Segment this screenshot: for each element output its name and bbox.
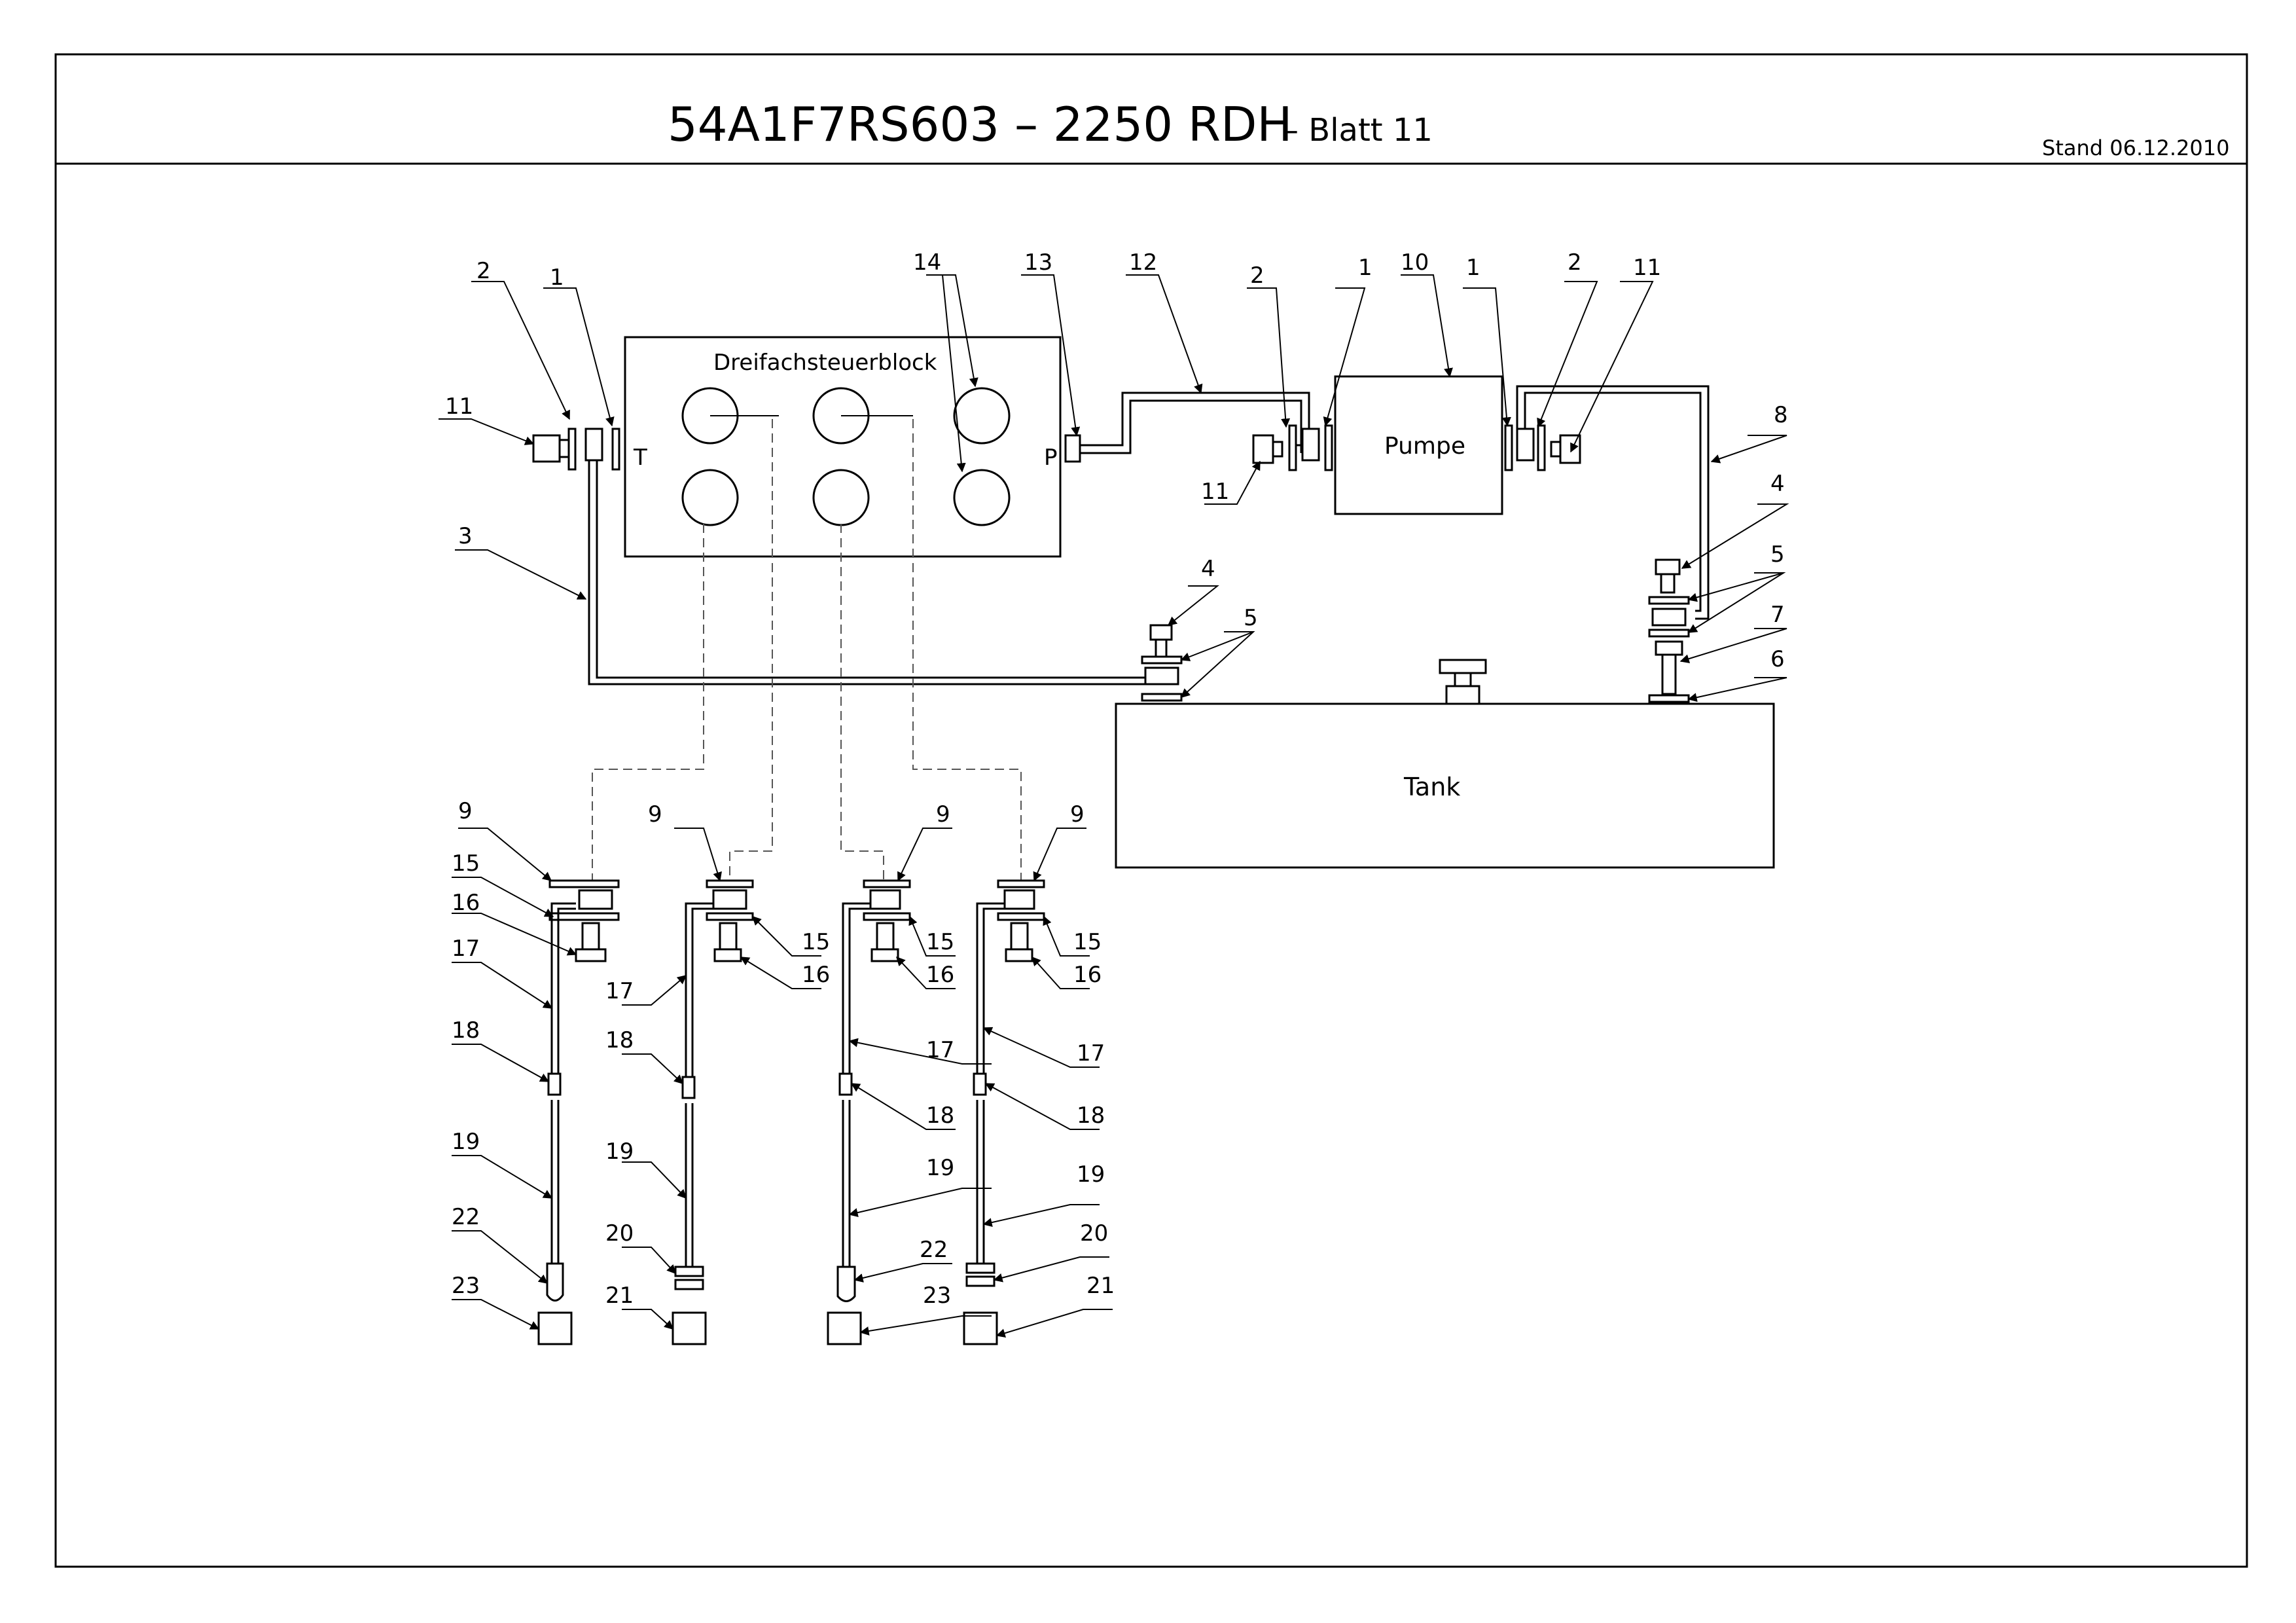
valve-port-1b [681, 469, 739, 526]
pos-23-a: 23 [452, 1273, 480, 1299]
pos-16-a: 16 [452, 890, 480, 916]
pos-22-b: 22 [920, 1237, 948, 1263]
actuator-group-2 [672, 879, 754, 1345]
pos-21-a: 21 [605, 1283, 634, 1309]
tank-label: Tank [1403, 773, 1460, 801]
pos-2-c: 2 [1568, 249, 1582, 276]
actuator-group-1 [537, 879, 620, 1345]
pos-7: 7 [1770, 602, 1785, 628]
pos-20-b: 20 [1080, 1220, 1108, 1247]
pos-19-b: 19 [605, 1139, 634, 1165]
pump-label: Pumpe [1384, 433, 1465, 460]
pos-16-b: 16 [802, 962, 830, 988]
actuator-group-3 [827, 879, 911, 1345]
control-block [624, 336, 1062, 558]
pos-4-a: 4 [1770, 471, 1785, 497]
pos-15-a: 15 [452, 850, 480, 877]
pos-5-b: 5 [1244, 605, 1258, 631]
pos-6: 6 [1770, 646, 1785, 672]
actuator-group-4 [963, 879, 1045, 1345]
pos-2-b: 2 [1250, 263, 1265, 289]
port-t-label: T [633, 445, 647, 471]
pos-3: 3 [458, 523, 473, 549]
pos-18-a: 18 [452, 1017, 480, 1044]
control-block-label: Dreifachsteuerblock [713, 350, 937, 376]
drawing-title: 54A1F7RS603 – 2250 RDH [668, 97, 1293, 152]
pos-1-b: 1 [1358, 255, 1372, 281]
pos-9-a: 9 [458, 798, 473, 824]
pos-19-d: 19 [1077, 1161, 1105, 1188]
pos-13: 13 [1024, 249, 1052, 276]
valve-port-3a [953, 387, 1011, 445]
pos-12: 12 [1129, 249, 1157, 276]
pos-16-c: 16 [926, 962, 954, 988]
pos-9-c: 9 [936, 801, 950, 828]
pos-17-b: 17 [605, 978, 634, 1004]
pos-8: 8 [1774, 402, 1788, 428]
pos-10: 10 [1401, 249, 1429, 276]
pos-17-d: 17 [1077, 1040, 1105, 1067]
pos-20-a: 20 [605, 1220, 634, 1247]
pos-15-d: 15 [1073, 929, 1102, 955]
pos-11-a: 11 [445, 393, 473, 420]
pos-21-b: 21 [1086, 1273, 1115, 1299]
pos-9-d: 9 [1070, 801, 1085, 828]
pos-15-c: 15 [926, 929, 954, 955]
pos-19-a: 19 [452, 1129, 480, 1155]
pos-2-a: 2 [476, 258, 491, 284]
pos-16-d: 16 [1073, 962, 1102, 988]
pos-11-b: 11 [1633, 255, 1661, 281]
pos-14: 14 [913, 249, 941, 276]
pos-5-a: 5 [1770, 541, 1785, 568]
pos-23-b: 23 [923, 1283, 951, 1309]
pos-17-c: 17 [926, 1037, 954, 1063]
pos-19-c: 19 [926, 1155, 954, 1181]
pos-18-b: 18 [605, 1027, 634, 1053]
pos-17-a: 17 [452, 936, 480, 962]
pos-22-a: 22 [452, 1204, 480, 1230]
sheet-label: – Blatt 11 [1283, 112, 1433, 149]
pos-4-b: 4 [1201, 556, 1215, 582]
pos-1-a: 1 [550, 264, 564, 291]
pos-1-c: 1 [1466, 255, 1480, 281]
pos-18-c: 18 [926, 1103, 954, 1129]
pos-15-b: 15 [802, 929, 830, 955]
pump [1334, 375, 1503, 515]
port-p-label: P [1044, 445, 1058, 471]
pos-9-b: 9 [648, 801, 662, 828]
drawing-frame [54, 53, 2248, 1568]
pos-11-c: 11 [1201, 479, 1229, 505]
stand-date: Stand 06.12.2010 [2042, 136, 2229, 160]
pos-18-d: 18 [1077, 1103, 1105, 1129]
valve-port-3b [953, 469, 1011, 526]
tank [1115, 702, 1775, 869]
